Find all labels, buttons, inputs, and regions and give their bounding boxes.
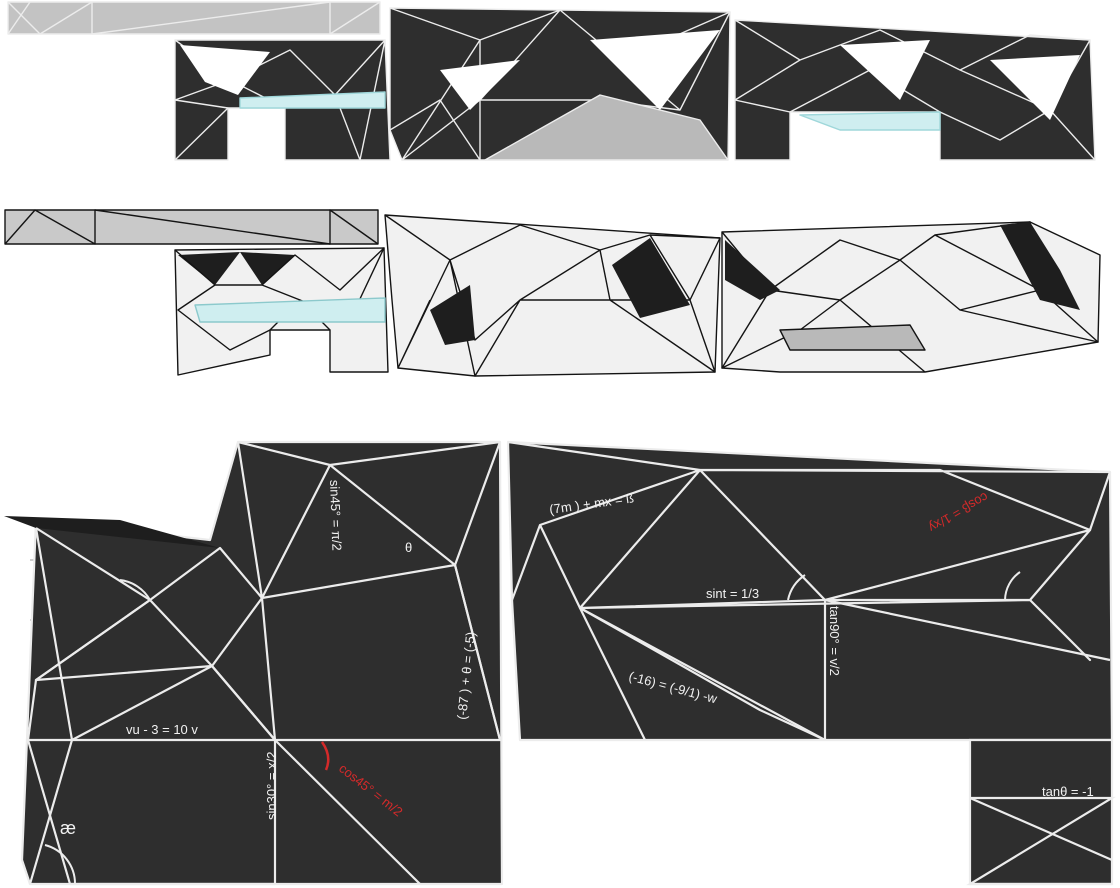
top-row-panels	[7, 1, 1096, 161]
grey-strip-panel	[7, 1, 381, 35]
label-sint: sint = 1/3	[706, 586, 759, 601]
bottom-left-panel	[4, 440, 504, 886]
grey-strip-panel-middle	[4, 209, 379, 245]
label-sin30: sin30° = x/2	[264, 752, 279, 820]
label-sin45: sin45° = π/2	[327, 480, 344, 551]
label-theta: θ	[405, 540, 412, 555]
bottom-small-panel	[966, 738, 1116, 886]
label-vu-eq: vu - 3 = 10 v	[126, 722, 198, 737]
middle-row-panels	[4, 209, 1101, 377]
label-tan90: tan90° = v/2	[827, 606, 842, 676]
label-tan-theta: tanθ = -1	[1042, 784, 1094, 799]
bottom-right-panel	[506, 440, 1114, 742]
label-ae: æ	[60, 818, 76, 838]
